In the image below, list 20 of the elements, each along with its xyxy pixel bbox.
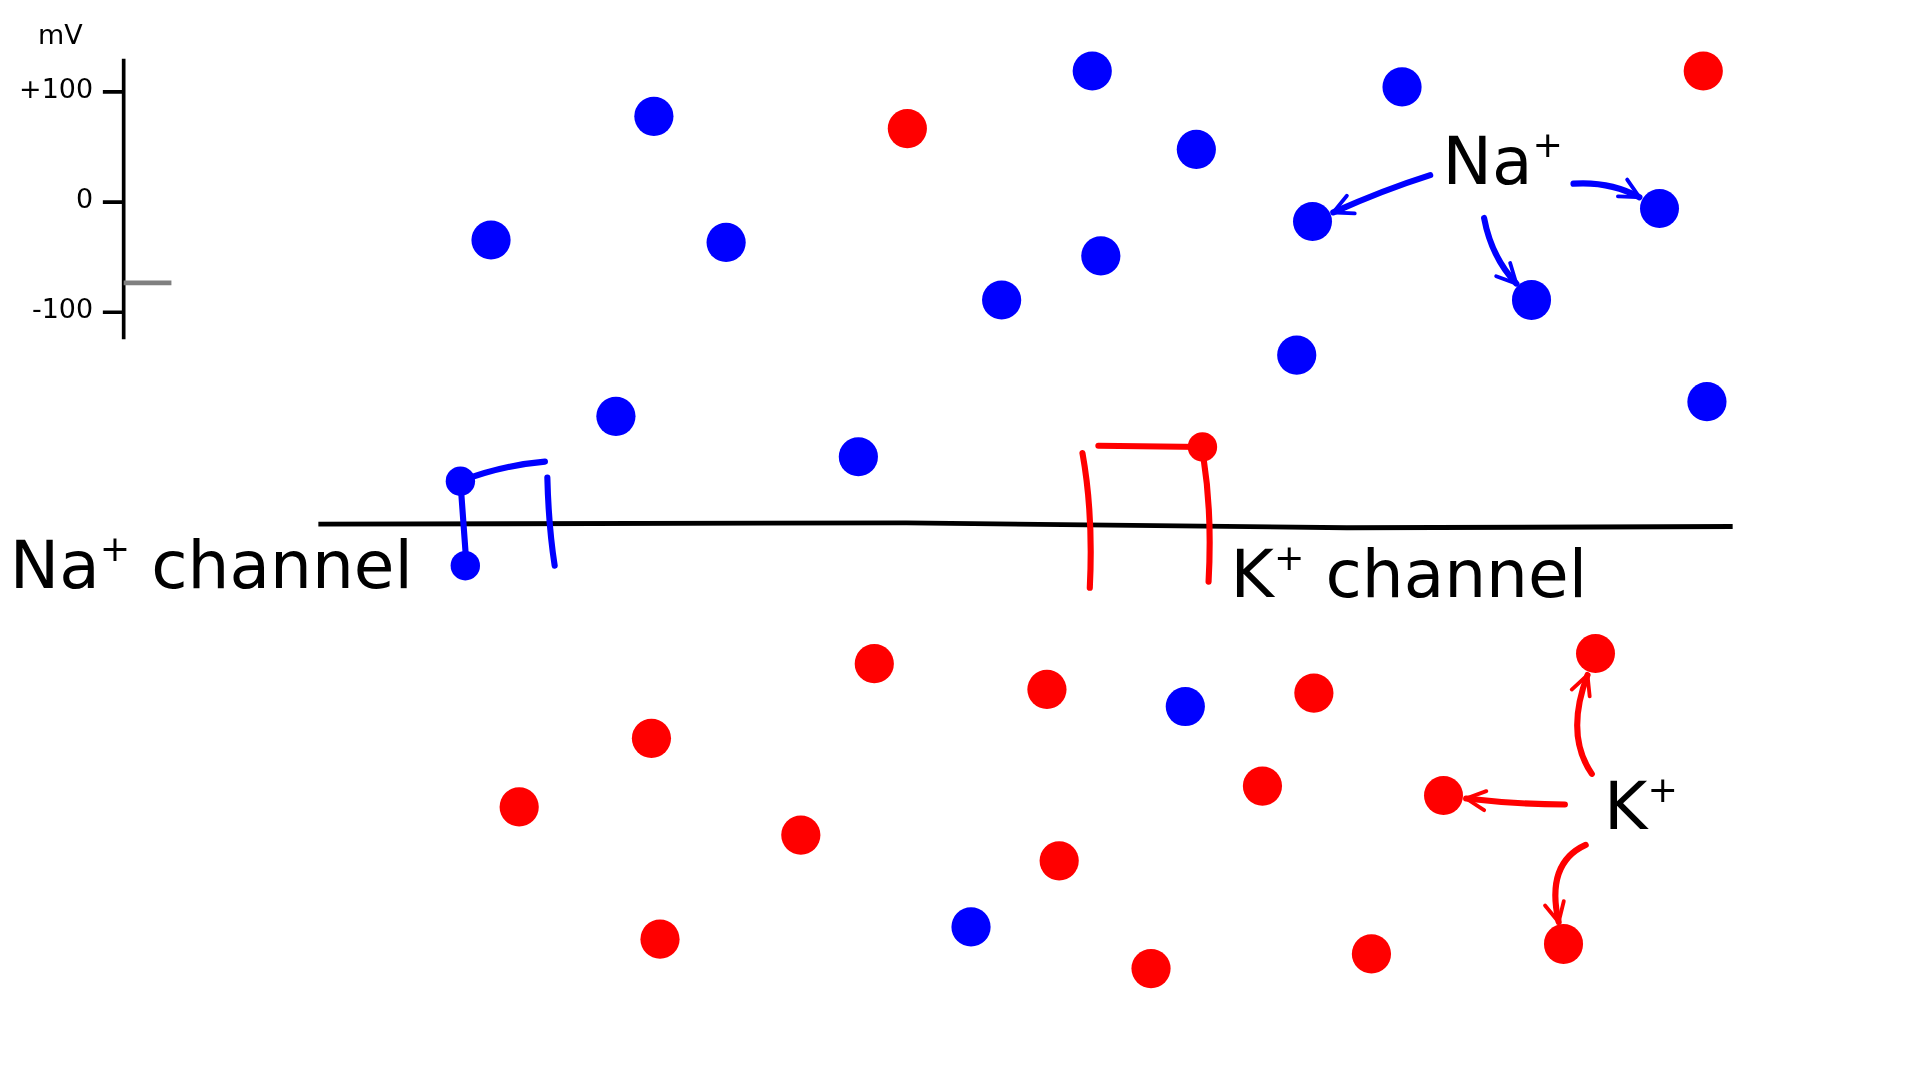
tick-label: +100 xyxy=(19,75,94,103)
channel-label: Na$^{+}$ channel xyxy=(9,532,413,599)
arrow xyxy=(1570,178,1643,201)
arrow xyxy=(1481,214,1520,287)
channel-label: K$^{+}$ channel xyxy=(1230,542,1588,609)
ion-dot xyxy=(1544,924,1584,964)
arrow xyxy=(1463,789,1568,813)
ion-dot xyxy=(1639,188,1679,228)
tick-label: -100 xyxy=(31,296,94,324)
arrow xyxy=(1570,671,1595,777)
ion-dot xyxy=(1293,202,1333,242)
ion-dot xyxy=(1575,634,1616,674)
ion-dot xyxy=(1424,776,1464,816)
ion-dot xyxy=(1512,280,1552,320)
ion-label: Na$^{+}$ xyxy=(1442,128,1563,195)
ion-label: K$^{+}$ xyxy=(1604,773,1678,840)
tick-label: 0 xyxy=(75,186,94,214)
arrow xyxy=(1543,841,1589,926)
axis-unit: mV xyxy=(37,22,83,49)
arrow xyxy=(1330,172,1434,216)
